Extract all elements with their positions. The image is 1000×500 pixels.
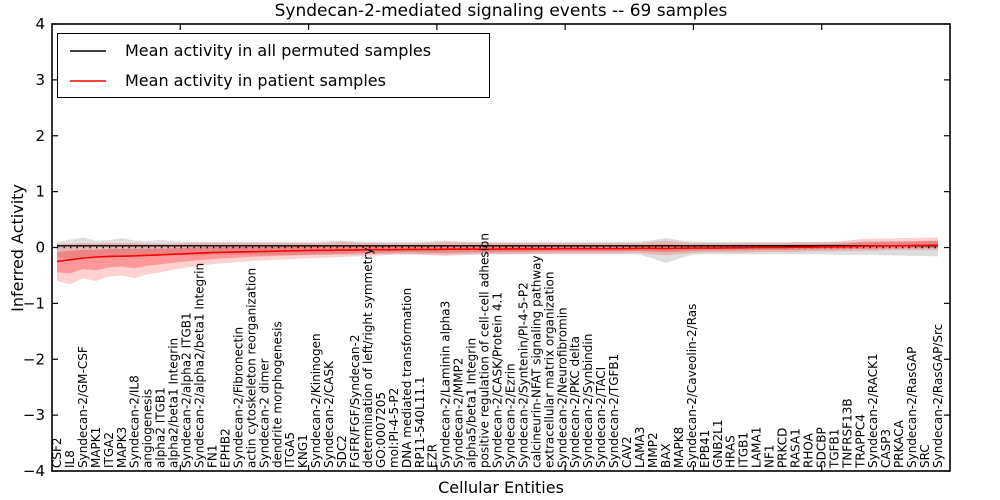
x-axis-category-label: MAPK8 xyxy=(672,427,686,468)
x-axis-category-label: MAPK3 xyxy=(115,427,129,468)
x-axis-category-label: Syndecan-2/Syntenin/PI-4-5-P2 xyxy=(516,282,530,468)
x-axis-category-label: BAX xyxy=(659,443,673,468)
x-axis-category-label: NF1 xyxy=(763,444,777,468)
x-axis-category-label: HRAS xyxy=(724,435,738,468)
x-axis-category-label: Syndecan-2/CASK xyxy=(322,360,336,468)
y-tick-label: −4 xyxy=(23,462,45,480)
x-axis-category-label: FGFR/FGF/Syndecan-2 xyxy=(348,335,362,468)
x-axis-category-label: EPB41 xyxy=(698,430,712,468)
x-axis-category-label: GNB2L1 xyxy=(711,420,725,468)
x-axis-category-label: TNFRSF13B xyxy=(840,398,854,469)
x-axis-category-label: PRKCD xyxy=(776,428,790,468)
x-axis-category-label: EZR xyxy=(426,444,440,468)
x-axis-category-label: Syndecan-2/RasGAP xyxy=(905,347,919,468)
x-axis-category-label: PRKACA xyxy=(892,419,906,468)
x-axis-category-label: ITGA2 xyxy=(102,432,116,468)
patient-confidence-band-inner xyxy=(57,240,938,274)
x-axis-category-label: calcineurin-NFAT signaling pathway xyxy=(529,255,543,468)
x-axis-category-label: ITGB1 xyxy=(737,432,751,468)
legend-line-red-icon xyxy=(70,79,106,82)
x-axis-category-label: RP11-540L11.1 xyxy=(413,377,427,468)
legend-entry-permuted: Mean activity in all permuted samples xyxy=(58,38,489,64)
x-axis-category-label: CAV2 xyxy=(620,436,634,468)
x-axis-category-label: TRAPPC4 xyxy=(853,414,867,469)
x-axis-category-label: actin cytoskeleton reorganization xyxy=(244,268,258,468)
patient-mean-line xyxy=(56,244,938,263)
x-axis-category-label: SDC2 xyxy=(335,435,349,468)
x-axis-category-label: Syndecan-2/RACK1 xyxy=(866,353,880,468)
x-axis-category-label: angiogenesis xyxy=(141,389,155,468)
y-tick-label: 1 xyxy=(35,183,45,201)
x-axis-category-label: Syndecan-2/Laminin alpha3 xyxy=(439,301,453,468)
x-axis-category-label: LAMA3 xyxy=(633,427,647,468)
x-axis-category-label: Syndecan-2/Synbindin xyxy=(581,334,595,468)
x-axis-category-label: Syndecan-2/Fibronectin xyxy=(231,327,245,468)
x-axis-category-label: alpha2 ITGB1 xyxy=(154,387,168,468)
x-axis-category-label: Syndecan-2/alpha2 ITGB1 xyxy=(180,312,194,468)
x-axis-category-label: DNA mediated transformation xyxy=(400,288,414,468)
x-axis-category-label: EPHB2 xyxy=(218,428,232,468)
x-axis-category-label: dendrite morphogenesis xyxy=(270,321,284,468)
x-axis-category-label: SRC xyxy=(918,444,932,468)
x-axis-category-label: determination of left/right symmetry xyxy=(361,248,375,468)
legend-line-black-icon xyxy=(70,49,106,52)
x-axis-category-label: Syndecan-2/alpha2/beta1 Integrin xyxy=(193,263,207,468)
legend-entry-patient: Mean activity in patient samples xyxy=(58,68,489,94)
x-axis-category-label: mol:PI-4-5-P2 xyxy=(387,388,401,468)
x-axis-category-label: Syndecan-2/CASK/Protein 4.1 xyxy=(491,292,505,468)
x-axis-category-label: CSF2 xyxy=(50,437,64,468)
x-axis-category-label: SDCBP xyxy=(814,427,828,468)
legend-label-patient: Mean activity in patient samples xyxy=(125,71,386,90)
x-axis-label: Cellular Entities xyxy=(438,478,564,497)
x-axis-category-label: MAPK1 xyxy=(89,427,103,468)
x-axis-category-label: alpha2/beta1 Integrin xyxy=(167,338,181,468)
y-axis-label: Inferred Activity xyxy=(8,184,27,312)
patient-confidence-band-outer xyxy=(57,237,938,285)
x-axis-category-label: alpha5/beta1 Integrin xyxy=(465,338,479,468)
x-axis-category-label: Syndecan-2/Ezrin xyxy=(503,363,517,468)
y-tick-label: −3 xyxy=(23,406,45,424)
legend: Mean activity in all permuted samples Me… xyxy=(57,33,490,98)
x-axis-category-label: Syndecan-2 dimer xyxy=(257,358,271,468)
x-axis-category-label: Syndecan-2/GM-CSF xyxy=(76,346,90,468)
x-axis-category-label: Syndecan-2/TACI xyxy=(594,367,608,468)
x-axis-category-label: extracellular matrix organization xyxy=(542,272,556,469)
permuted-confidence-band xyxy=(57,237,938,264)
x-axis-category-label: KNG1 xyxy=(296,434,310,468)
x-axis-category-label: positive regulation of cell-cell adhesio… xyxy=(478,233,492,468)
x-axis-category-label: TGFB1 xyxy=(827,429,841,469)
x-axis-category-label: Syndecan-2/Caveolin-2/Ras xyxy=(685,304,699,468)
x-axis-category-label: Syndecan-2/PKC delta xyxy=(568,336,582,468)
x-axis-category-label: Syndecan-2/Kininogen xyxy=(309,333,323,468)
x-axis-category-label: Syndecan-2/IL8 xyxy=(128,375,142,468)
y-tick-label: 3 xyxy=(35,71,45,89)
x-axis-category-label: IL8 xyxy=(63,450,77,468)
y-tick-label: −2 xyxy=(23,350,45,368)
y-tick-label: −1 xyxy=(23,294,45,312)
x-axis-category-label: GO:0007205 xyxy=(374,392,388,468)
x-axis-category-label: RASA1 xyxy=(788,428,802,468)
x-axis-category-label: LAMA1 xyxy=(750,427,764,468)
x-axis-category-label: RHOA xyxy=(801,432,815,468)
x-axis-category-label: ITGA5 xyxy=(283,432,297,468)
x-axis-category-label: MMP2 xyxy=(646,432,660,468)
x-axis-category-label: Syndecan-2/RasGAP/Src xyxy=(931,324,945,468)
y-tick-label: 4 xyxy=(35,15,45,33)
x-axis-category-label: Syndecan-2/Neurofibromin xyxy=(555,307,569,468)
y-tick-label: 0 xyxy=(35,239,45,257)
x-axis-category-label: CASP3 xyxy=(879,429,893,468)
x-axis-category-label: Syndecan-2/TGFB1 xyxy=(607,354,621,468)
chart-title: Syndecan-2-mediated signaling events -- … xyxy=(274,1,728,21)
y-tick-label: 2 xyxy=(35,127,45,145)
x-axis-category-label: Syndecan-2/MMP2 xyxy=(452,358,466,468)
x-axis-category-label: FN1 xyxy=(205,444,219,468)
legend-label-permuted: Mean activity in all permuted samples xyxy=(125,41,432,60)
